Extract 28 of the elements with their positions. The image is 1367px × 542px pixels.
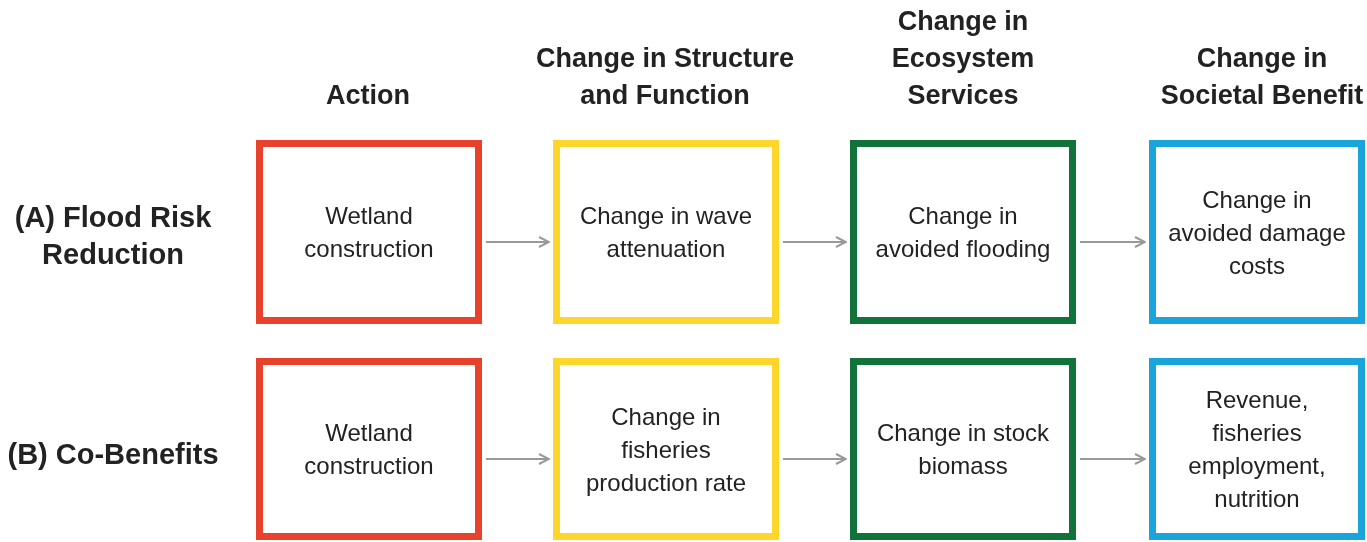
arrow: [485, 453, 550, 465]
row-label: (B) Co-Benefits: [6, 436, 220, 472]
step-box: [1149, 140, 1365, 324]
step-text: Change in avoided damage costs: [1167, 184, 1347, 281]
step-box: [256, 140, 482, 324]
arrow: [485, 236, 550, 248]
step-text: Wetland construction: [303, 418, 435, 481]
column-header: Change in Ecosystem Services: [890, 5, 1036, 112]
step-box: [850, 358, 1076, 540]
step-text: Revenue, fisheries employment, nutrition: [1187, 385, 1327, 514]
column-header: Change in Structure and Function: [535, 42, 795, 112]
step-text: Wetland construction: [303, 201, 435, 264]
step-box: [256, 358, 482, 540]
arrow: [782, 453, 847, 465]
column-header: Change in Societal Benefit: [1159, 42, 1365, 112]
column-header: Action: [325, 79, 411, 112]
step-box: [1149, 358, 1365, 540]
arrow: [1079, 453, 1146, 465]
step-text: Change in wave attenuation: [578, 201, 754, 264]
step-box: [553, 358, 779, 540]
step-box: [553, 140, 779, 324]
arrow: [782, 236, 847, 248]
step-text: Change in stock biomass: [875, 418, 1051, 481]
step-text: Change in fisheries production rate: [584, 401, 748, 498]
row-label: (A) Flood Risk Reduction: [13, 200, 213, 272]
arrow: [1079, 236, 1146, 248]
step-text: Change in avoided flooding: [874, 201, 1052, 264]
step-box: [850, 140, 1076, 324]
